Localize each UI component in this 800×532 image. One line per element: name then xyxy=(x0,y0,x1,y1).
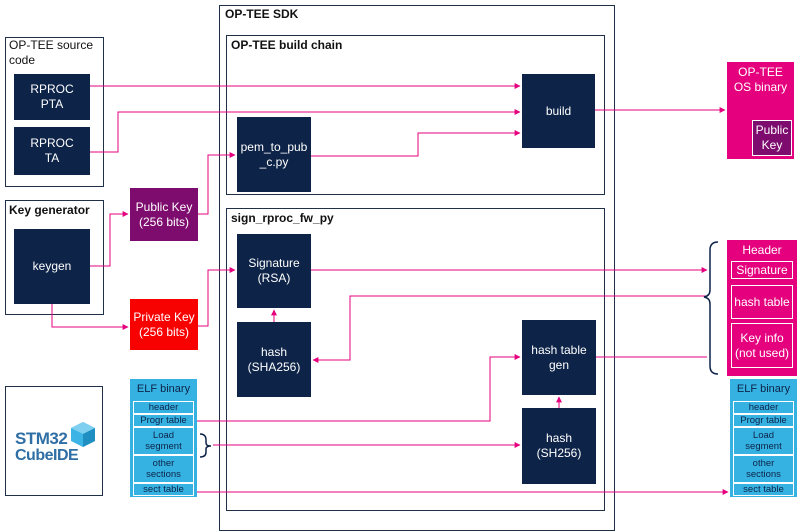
op-tee-os-binary-title: OP-TEE OS binary xyxy=(733,65,788,94)
op-tee-source-title: OP-TEE source code xyxy=(9,38,94,67)
stm32-logo-text-2: CubeIDE xyxy=(15,447,79,464)
arrow-keygen-to-private xyxy=(51,304,129,330)
private-key-box: Private Key (256 bits) xyxy=(130,299,198,350)
build-chain-title: OP-TEE build chain xyxy=(231,38,343,52)
bracket-header xyxy=(703,241,719,375)
op-tee-source-group: OP-TEE source code xyxy=(5,37,104,187)
arrow-ta-to-build xyxy=(90,109,521,153)
op-tee-os-binary-box: OP-TEE OS binary Public Key xyxy=(727,62,794,159)
arrow-private-to-signature xyxy=(198,267,236,327)
arrow-public-to-pem xyxy=(198,152,236,215)
elf-right-row: Progr table xyxy=(733,414,794,427)
signature-rsa-box: Signature (RSA) xyxy=(237,234,311,308)
header-key-info-cell: Key info (not used) xyxy=(731,323,793,368)
op-tee-sdk-title: OP-TEE SDK xyxy=(225,7,299,21)
elf-right-row: header xyxy=(733,401,794,414)
elf-left-row: Progr table xyxy=(133,414,194,427)
elf-left-row: sect table xyxy=(133,483,194,496)
elf-left-title: ELF binary xyxy=(136,382,191,395)
rproc-ta-box: RPROC TA xyxy=(14,127,90,175)
header-hash-table-cell: hash table xyxy=(731,285,793,319)
sign-rproc-fw-group: sign_rproc_fw_py xyxy=(226,208,605,511)
hash-sh256-box: hash (SH256) xyxy=(522,408,596,484)
arrow-progtable-to-hashtablegen xyxy=(197,354,521,422)
header-title: Header xyxy=(742,242,782,257)
arrow-hashtable-to-hash xyxy=(312,295,707,363)
header-block: Header Signature hash table Key info (no… xyxy=(727,240,797,376)
os-binary-public-key: Public Key xyxy=(752,120,792,156)
key-generator-title: Key generator xyxy=(9,203,90,217)
stm32-logo-text-1: STM32 xyxy=(15,429,68,448)
rproc-pta-box: RPROC PTA xyxy=(14,74,90,120)
op-tee-build-chain-group: OP-TEE build chain xyxy=(226,35,605,195)
elf-binary-right: ELF binary header Progr table Load segme… xyxy=(730,379,797,497)
sign-rproc-fw-title: sign_rproc_fw_py xyxy=(231,211,334,225)
elf-left-row: other sections xyxy=(133,455,194,483)
build-box: build xyxy=(522,74,595,148)
bracket-load-segment xyxy=(199,433,212,458)
elf-right-title: ELF binary xyxy=(736,382,791,395)
elf-right-row: sect table xyxy=(733,483,794,496)
hash-table-gen-box: hash table gen xyxy=(522,320,596,395)
arrow-keygen-to-public xyxy=(90,211,129,267)
elf-left-row: Load segment xyxy=(133,427,194,455)
elf-right-row: Load segment xyxy=(733,427,794,455)
public-key-box: Public Key (256 bits) xyxy=(130,188,198,241)
op-tee-sdk-group: OP-TEE SDK xyxy=(219,5,615,531)
hash-sha256-box: hash (SHA256) xyxy=(237,322,311,397)
key-generator-group: Key generator xyxy=(5,200,104,315)
arrow-pem-to-build xyxy=(311,130,521,157)
elf-right-row: other sections xyxy=(733,455,794,483)
keygen-box: keygen xyxy=(14,229,90,304)
cube-icon xyxy=(71,422,95,447)
pem-to-pub-box: pem_to_pub _c.py xyxy=(237,117,311,192)
elf-left-row: header xyxy=(133,401,194,414)
header-signature-cell: Signature xyxy=(731,261,793,279)
elf-binary-left: ELF binary header Progr table Load segme… xyxy=(130,379,197,497)
stm32-cubeide-logo: STM32 CubeIDE xyxy=(5,386,103,496)
